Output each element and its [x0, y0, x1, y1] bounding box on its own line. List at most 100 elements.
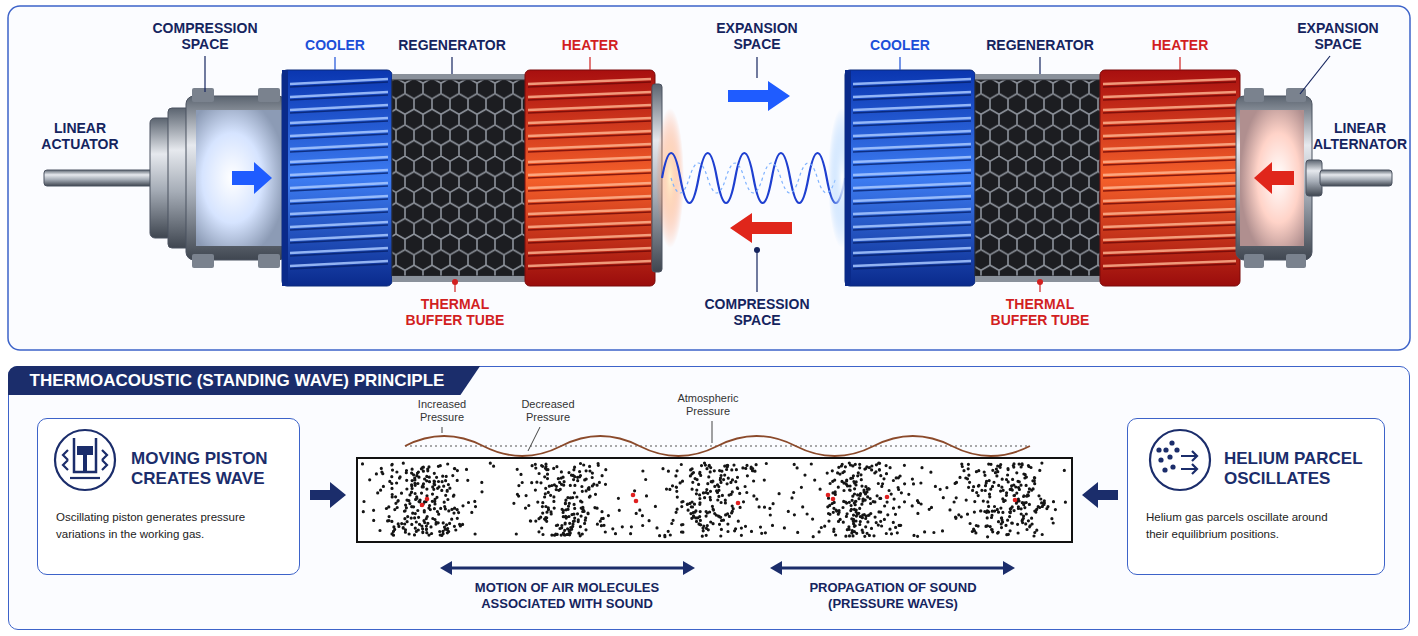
- leader-line: [205, 56, 1330, 292]
- leader-line: [899, 57, 900, 70]
- info-card: HELIUM PARCEL OSCILLATESHelium gas parce…: [1127, 418, 1385, 575]
- card-heading: HELIUM PARCEL OSCILLATES: [1224, 449, 1379, 490]
- left-engine: [192, 254, 214, 268]
- left-engine: [258, 254, 280, 268]
- left-engine: [525, 70, 655, 286]
- left-engine: [196, 110, 286, 246]
- piston-icon: [102, 450, 107, 470]
- direction-arrow: [770, 561, 782, 575]
- right-engine: [1286, 254, 1306, 268]
- gas-tube: [831, 497, 836, 502]
- bottom-panel-ground: [1127, 418, 1385, 575]
- piston-icon: [55, 430, 115, 490]
- card-heading: MOVING PISTON CREATES WAVE: [131, 449, 291, 490]
- leader-line: [1300, 56, 1330, 94]
- piston-icon: [63, 450, 68, 470]
- section-heading: THERMOACOUSTIC (STANDING WAVE) PRINCIPLE: [8, 366, 481, 396]
- leader-dot: [452, 247, 1043, 285]
- helium-icon: [1169, 440, 1174, 445]
- left-engine: [528, 82, 651, 269]
- leader-line: [334, 57, 335, 70]
- helium-icon: [1150, 430, 1210, 490]
- acoustic-wave: [662, 153, 845, 203]
- right-engine: [853, 79, 971, 266]
- direction-arrow: [1003, 561, 1015, 575]
- right-engine: [975, 74, 1100, 80]
- pressure-note: Atmospheric Pressure: [673, 392, 743, 418]
- gas-tube: [1013, 498, 1018, 503]
- part-label: THERMAL BUFFER TUBE: [395, 296, 515, 328]
- gas-tube: [425, 497, 430, 502]
- gas-tube: [357, 458, 1072, 542]
- leader-dot: [1037, 279, 1043, 285]
- bottom-panel-ground: [37, 418, 300, 575]
- right-engine: [975, 80, 1100, 276]
- pressure-curve: [405, 421, 1030, 456]
- left-engine: [392, 276, 525, 282]
- part-label: COMPRESSION SPACE: [140, 20, 270, 52]
- piston-icon: [83, 455, 87, 472]
- left-engine: [44, 170, 159, 186]
- leader-line: [1039, 57, 1040, 74]
- bottom-panel-ground: [8, 366, 1410, 630]
- leader-line: [204, 56, 205, 92]
- left-engine: [44, 70, 684, 286]
- right-engine: [1236, 96, 1312, 260]
- part-label: COMPRESSION SPACE: [692, 296, 822, 328]
- right-engine: [853, 82, 971, 269]
- pressure-note: Decreased Pressure: [513, 398, 583, 424]
- helium-icon: [1167, 454, 1172, 459]
- helium-icon: [1170, 464, 1175, 469]
- flow-arrow: [728, 81, 790, 111]
- right-engine: [1254, 162, 1294, 194]
- helium-icon: [1163, 447, 1168, 452]
- left-engine: [258, 88, 280, 102]
- direction-arrow: [1082, 482, 1118, 508]
- gas-tube: [631, 493, 636, 498]
- piston-icon: [74, 438, 96, 472]
- section-panel: THERMOACOUSTIC (STANDING WAVE) PRINCIPLE…: [8, 366, 1410, 630]
- gas-tube: [634, 499, 639, 504]
- left-engine: [282, 70, 392, 286]
- axis-caption: PROPAGATION OF SOUND (PRESSURE WAVES): [773, 580, 1013, 613]
- gas-tube: [420, 503, 425, 508]
- axis-caption: MOTION OF AIR MOLECULES ASSOCIATED WITH …: [432, 580, 702, 613]
- left-engine: [192, 88, 214, 102]
- direction-arrow: [310, 482, 1118, 575]
- direction-arrow: [448, 567, 1007, 570]
- right-engine: [1103, 79, 1236, 266]
- pressure-curve: [405, 436, 1030, 456]
- part-label: THERMAL BUFFER TUBE: [980, 296, 1100, 328]
- gas-tube: [361, 461, 1067, 538]
- right-engine: [1244, 88, 1264, 102]
- part-label: REGENERATOR: [382, 37, 522, 53]
- part-label: HEATER: [1130, 37, 1230, 53]
- left-engine: [392, 80, 525, 276]
- helium-icon: [1162, 467, 1167, 472]
- top-panel: [8, 6, 1410, 350]
- left-engine: [186, 96, 286, 260]
- piston-icon: [55, 430, 115, 490]
- part-label: HEATER: [540, 37, 640, 53]
- flow-arrow: [730, 213, 792, 243]
- right-engine: [845, 70, 851, 286]
- flow-arrow: [728, 81, 792, 243]
- right-engine: [1240, 110, 1304, 246]
- helium-icon: [1181, 451, 1197, 474]
- helium-icon: [1150, 430, 1210, 490]
- left-engine: [290, 82, 388, 269]
- left-engine: [528, 79, 651, 266]
- piston-icon: [77, 446, 93, 455]
- direction-arrow: [683, 561, 695, 575]
- acoustic-wave: [671, 163, 836, 193]
- left-engine: [232, 162, 272, 194]
- right-engine: [1100, 70, 1240, 286]
- gas-tube: [885, 495, 890, 500]
- gas-tube: [736, 501, 741, 506]
- right-engine: [1244, 254, 1264, 268]
- top-panel: [8, 6, 1410, 350]
- helium-icon: [1158, 457, 1163, 462]
